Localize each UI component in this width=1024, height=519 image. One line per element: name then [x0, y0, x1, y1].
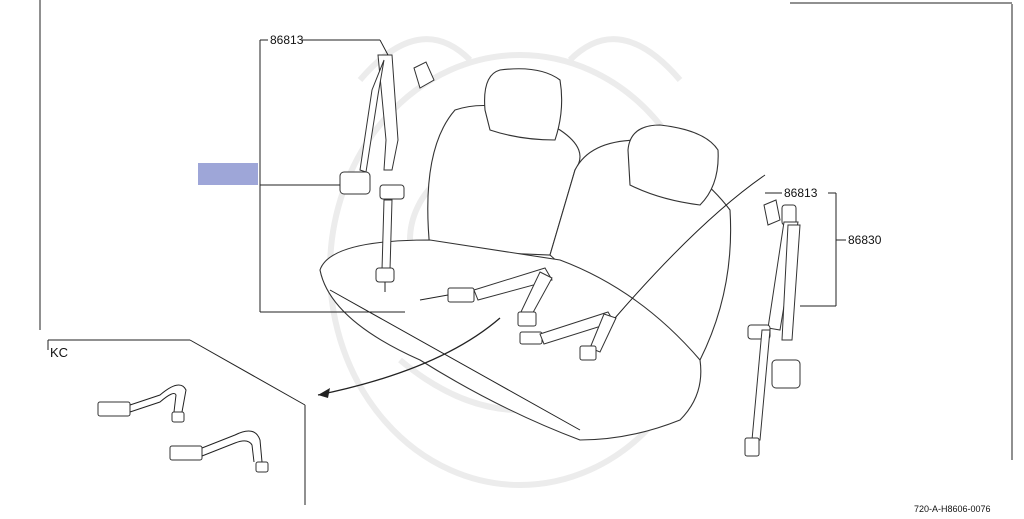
left-seat-belt [339, 54, 435, 292]
part-number-86813-right: 86813 [784, 186, 818, 200]
part-number-86813-left: 86813 [270, 33, 304, 47]
frame [39, 0, 1013, 460]
right-seat-belt [744, 199, 801, 457]
inset-label-kc: KC [50, 345, 68, 360]
highlight-marker [198, 163, 258, 185]
kc-inset [47, 339, 306, 505]
bench-seat [319, 68, 732, 441]
center-lap-belt [447, 267, 617, 361]
part-number-86830: 86830 [848, 233, 882, 247]
reference-code: 720-A-H8606-0076 [914, 504, 991, 514]
leader-lines [259, 39, 846, 398]
